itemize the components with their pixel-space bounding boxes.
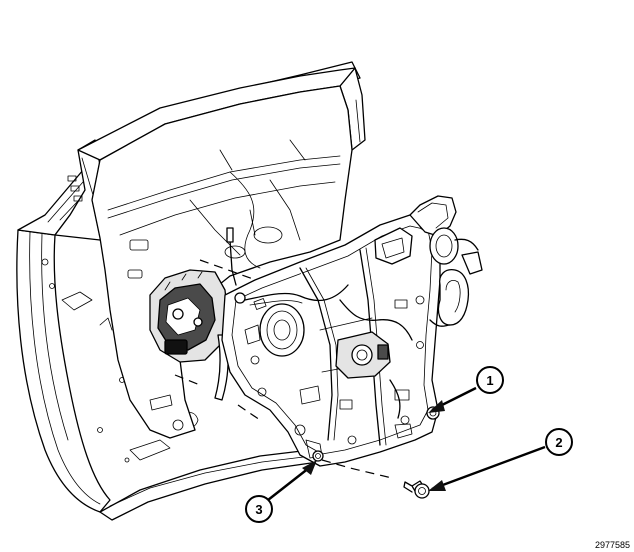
callout-2-label: 2	[555, 435, 562, 450]
callout-3-label: 3	[255, 502, 262, 517]
figure-id: 2977585	[595, 540, 630, 550]
callout-2: 2	[428, 428, 573, 491]
callout-3: 3	[245, 460, 317, 523]
door-inner-panel	[77, 67, 356, 439]
callout-1-label: 1	[486, 373, 493, 388]
door-module-carrier	[221, 214, 441, 467]
callout-1: 1	[428, 366, 504, 413]
screw-fastener	[403, 480, 430, 499]
upper-trim-bracket	[409, 195, 483, 327]
